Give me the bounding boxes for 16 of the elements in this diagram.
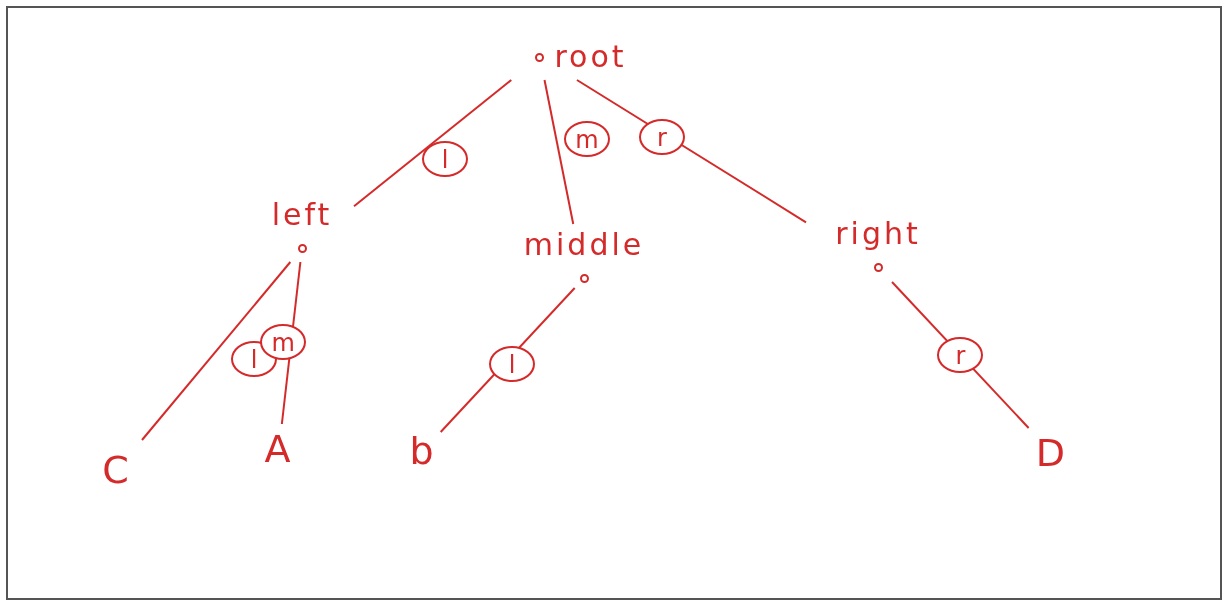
edge-label: l [422,140,469,177]
node-label: b [409,432,437,470]
node-label: A [264,430,294,468]
node-label: D [1035,434,1069,472]
tree-branch [141,261,292,441]
tree-branch [543,79,575,225]
tree-branch [353,79,513,208]
edge-label: l [489,346,536,383]
edge-label: m [563,120,610,157]
node-label: middle [523,229,645,260]
node-label: C [102,451,132,489]
node-label: right [835,218,921,249]
edge-label: r [937,337,984,373]
edge-label: r [638,119,685,156]
node-label: left [271,199,333,230]
node-label: root [554,42,627,72]
